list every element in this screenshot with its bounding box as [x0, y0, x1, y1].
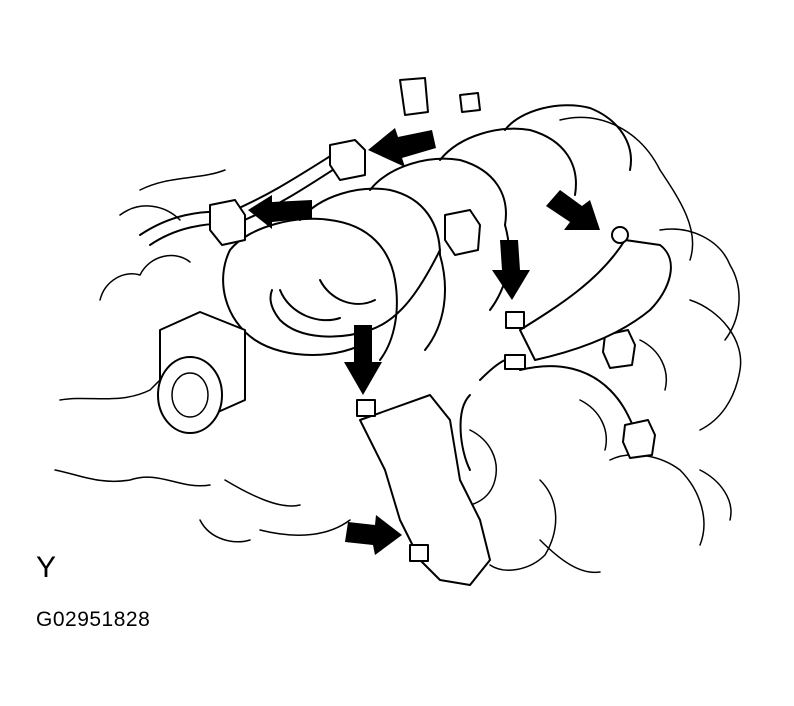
- arrow-center-right: [492, 240, 530, 300]
- arrow-lower: [345, 515, 402, 555]
- bolts: [356, 226, 629, 562]
- arrow-center-left: [344, 325, 382, 395]
- connectors: [209, 77, 656, 459]
- arrow-upper-left: [248, 195, 312, 229]
- figure-id: G02951828: [36, 608, 151, 631]
- heater-hose: [359, 239, 672, 586]
- bolt-top: [611, 226, 629, 244]
- arrow-upper-right: [546, 190, 600, 230]
- arrows: [248, 128, 600, 555]
- view-label: Y: [36, 551, 57, 584]
- engine-block-outline: [54, 116, 742, 574]
- bolt-lower-left: [356, 399, 376, 417]
- bolt-center: [505, 311, 525, 329]
- intake-runners: [222, 104, 632, 361]
- arrow-upper-middle: [368, 128, 436, 167]
- throttle-body: [157, 311, 246, 434]
- bolt-lower: [409, 544, 429, 562]
- bolt-right: [504, 354, 526, 370]
